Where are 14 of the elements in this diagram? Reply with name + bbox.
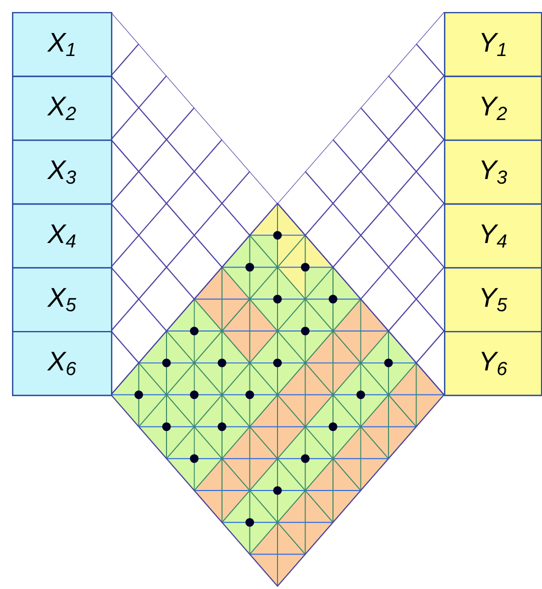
variable-box: Y$_{5}$ — [444, 267, 542, 332]
variable-box: Y$_{6}$ — [444, 331, 542, 396]
variable-box: Y$_{2}$ — [444, 76, 542, 141]
node-label: Y$_{4}$ — [481, 224, 506, 248]
variable-box: X$_{5}$ — [12, 267, 112, 332]
variable-box: X$_{1}$ — [12, 12, 112, 78]
variable-box: Y$_{1}$ — [444, 12, 542, 78]
node-label: Y$_{2}$ — [481, 96, 507, 120]
variable-box: Y$_{3}$ — [444, 140, 542, 205]
variable-box: X$_{4}$ — [12, 203, 112, 268]
variable-box: X$_{2}$ — [12, 76, 112, 141]
variable-box: X$_{6}$ — [12, 331, 112, 396]
variable-box: Y$_{4}$ — [444, 203, 542, 268]
variable-box: X$_{3}$ — [12, 140, 112, 205]
